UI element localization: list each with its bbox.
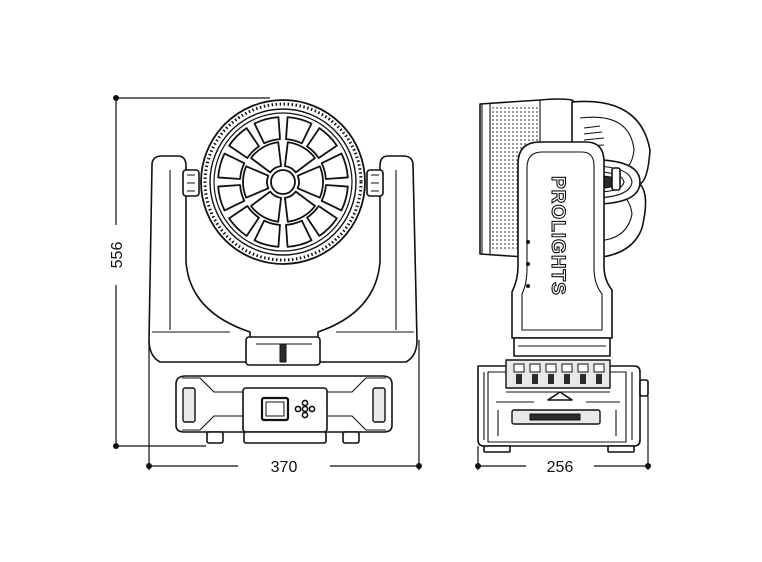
connector-socket xyxy=(580,374,586,384)
connector-pin xyxy=(577,363,589,373)
connector-socket xyxy=(532,374,538,384)
inner-lens xyxy=(284,141,316,174)
connector-pin xyxy=(513,363,525,373)
connector-pin xyxy=(529,363,541,373)
inner-lens xyxy=(250,190,282,223)
side-view: PROLIGHTS xyxy=(477,98,651,453)
outer-lens xyxy=(217,152,246,180)
inner-lens xyxy=(242,165,270,199)
center-lens xyxy=(270,169,296,195)
outer-lens xyxy=(228,127,260,159)
connector-socket xyxy=(564,374,570,384)
dimension-side-depth: 256 xyxy=(475,396,651,476)
connector-socket xyxy=(596,374,602,384)
lens-array xyxy=(217,116,349,248)
control-buttons-icon xyxy=(294,399,316,419)
connector-pin xyxy=(545,363,557,373)
side-depth-label: 256 xyxy=(547,459,574,476)
inner-lens xyxy=(296,165,324,199)
connector-socket xyxy=(516,374,522,384)
lock-arrow-icon xyxy=(547,391,573,401)
height-label: 556 xyxy=(109,242,126,269)
outer-lens xyxy=(320,152,349,180)
outer-lens xyxy=(217,184,246,212)
neck xyxy=(513,337,611,357)
outer-lens xyxy=(285,219,313,248)
front-width-label: 370 xyxy=(271,459,298,476)
connector-socket xyxy=(548,374,554,384)
front-view xyxy=(148,99,418,444)
inner-lens xyxy=(250,141,282,174)
outer-lens xyxy=(253,116,281,145)
dimension-height: 556 xyxy=(109,95,270,449)
dimension-front-width: 370 xyxy=(146,340,422,476)
yoke-right-arm xyxy=(317,155,418,363)
brand-label: PROLIGHTS xyxy=(547,176,568,296)
inner-lens xyxy=(284,190,316,223)
outer-lens xyxy=(253,219,281,248)
connector-pins xyxy=(513,363,605,384)
foot-center xyxy=(243,431,327,444)
yoke-left-arm xyxy=(148,155,251,363)
foot-right xyxy=(342,431,360,444)
yoke-side-arm xyxy=(511,141,613,339)
foot-left xyxy=(206,431,224,444)
outer-lens xyxy=(320,184,349,212)
outer-lens xyxy=(285,116,313,145)
side-foot-left xyxy=(483,445,511,453)
connector-pin xyxy=(561,363,573,373)
connector-pin xyxy=(593,363,605,373)
outer-lens xyxy=(306,205,338,237)
side-foot-right xyxy=(607,445,635,453)
outer-lens xyxy=(306,127,338,159)
outer-lens xyxy=(228,205,260,237)
